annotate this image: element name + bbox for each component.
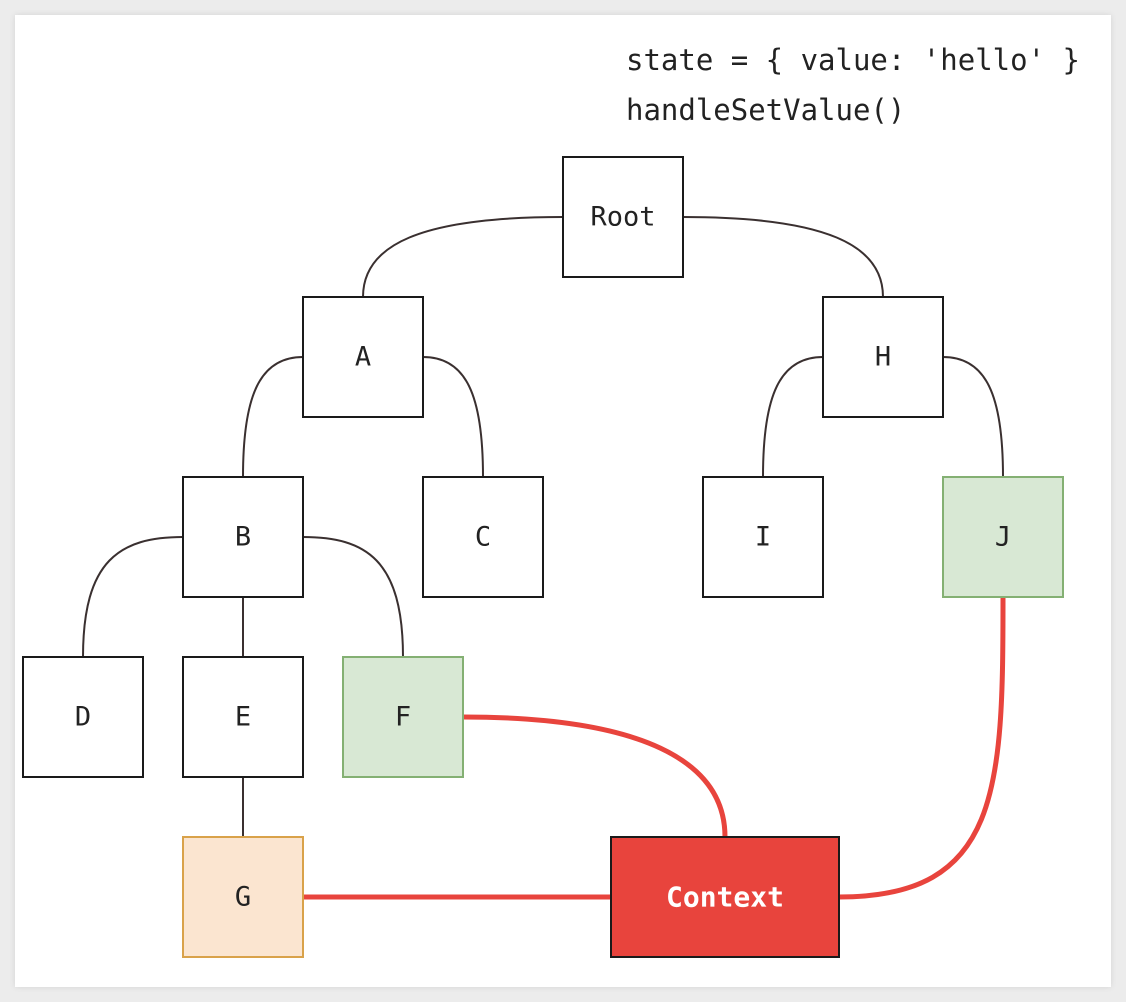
handler-code-line: handleSetValue()	[626, 93, 905, 127]
node-c-box	[422, 476, 544, 598]
node-h-box	[822, 296, 944, 418]
edge-a-c	[422, 356, 484, 478]
node-h: H	[822, 296, 944, 418]
node-c: C	[422, 476, 544, 598]
context-edges	[303, 596, 1006, 900]
node-d: D	[22, 656, 144, 778]
node-h-label: H	[875, 342, 891, 373]
node-root-label: Root	[590, 202, 655, 233]
context-edge-f	[462, 714, 728, 838]
node-b-label: B	[235, 522, 251, 553]
node-a-label: A	[355, 342, 371, 373]
node-context: Context	[610, 836, 840, 958]
node-j: J	[942, 476, 1064, 598]
node-g-box	[182, 836, 304, 958]
node-c-label: C	[475, 522, 491, 553]
node-g: G	[182, 836, 304, 958]
node-context-box	[610, 836, 840, 958]
node-d-label: D	[75, 702, 91, 733]
node-f-label: F	[395, 702, 411, 733]
edge-root-a	[362, 216, 564, 298]
node-e-label: E	[235, 702, 251, 733]
node-i: I	[702, 476, 824, 598]
edge-h-i	[762, 356, 824, 478]
context-edge-j	[838, 596, 1006, 900]
node-root-box	[562, 156, 684, 278]
state-code-line: state = { value: 'hello' }	[626, 43, 1080, 77]
node-b: B	[182, 476, 304, 598]
edge-h-j	[942, 356, 1004, 478]
node-j-label: J	[995, 522, 1011, 553]
edge-b-f	[302, 536, 404, 658]
tree-edges	[82, 216, 1004, 837]
edge-b-d	[82, 536, 184, 658]
edge-root-h	[682, 216, 884, 298]
node-e: E	[182, 656, 304, 778]
node-g-label: G	[235, 882, 251, 913]
node-d-box	[22, 656, 144, 778]
node-root: Root	[562, 156, 684, 278]
node-f: F	[342, 656, 464, 778]
node-a-box	[302, 296, 424, 418]
node-a: A	[302, 296, 424, 418]
edge-a-b	[242, 356, 304, 478]
node-context-label: Context	[666, 881, 784, 914]
node-f-box	[342, 656, 464, 778]
node-e-box	[182, 656, 304, 778]
node-i-box	[702, 476, 824, 598]
node-b-box	[182, 476, 304, 598]
node-j-box	[942, 476, 1064, 598]
node-i-label: I	[755, 522, 771, 553]
